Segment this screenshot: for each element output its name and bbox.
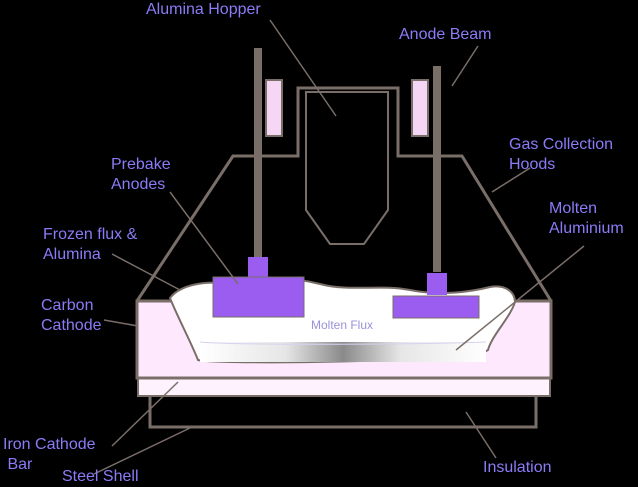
label-molten-aluminium: Molten Aluminium [549,200,624,237]
label-alumina-hopper: Alumina Hopper [146,1,261,18]
label-molten-flux: Molten Flux [311,318,374,332]
label-gas-collection-hoods: Gas Collection Hoods [509,136,614,173]
prebake-anode-right [392,295,480,319]
insulation-layer [137,377,551,397]
anode-rod-right [433,66,441,272]
steel-shell [148,393,538,429]
alumina-hopper [305,91,389,245]
label-carbon-cathode: Carbon Cathode [41,297,102,334]
gas-collection-hood [135,86,553,302]
label-prebake-anodes: Prebake Anodes [111,156,171,193]
anode-clamp-right [427,273,447,295]
anode-beam-left [265,79,283,137]
leader-lines [93,19,585,475]
molten-flux-line [199,341,487,345]
anode-rod-left [254,48,262,258]
anode-clamp-left [248,257,268,277]
anode-beam-right [411,79,429,137]
label-frozen-flux: Frozen flux & Alumina [43,226,138,263]
label-iron-cathode-bar: Iron Cathode Bar [3,436,96,473]
label-steel-shell: Steel Shell [62,468,139,485]
label-insulation: Insulation [483,459,552,476]
label-anode-beam: Anode Beam [399,26,492,43]
prebake-anode-left [212,276,305,318]
molten-aluminium-pad [200,342,486,362]
